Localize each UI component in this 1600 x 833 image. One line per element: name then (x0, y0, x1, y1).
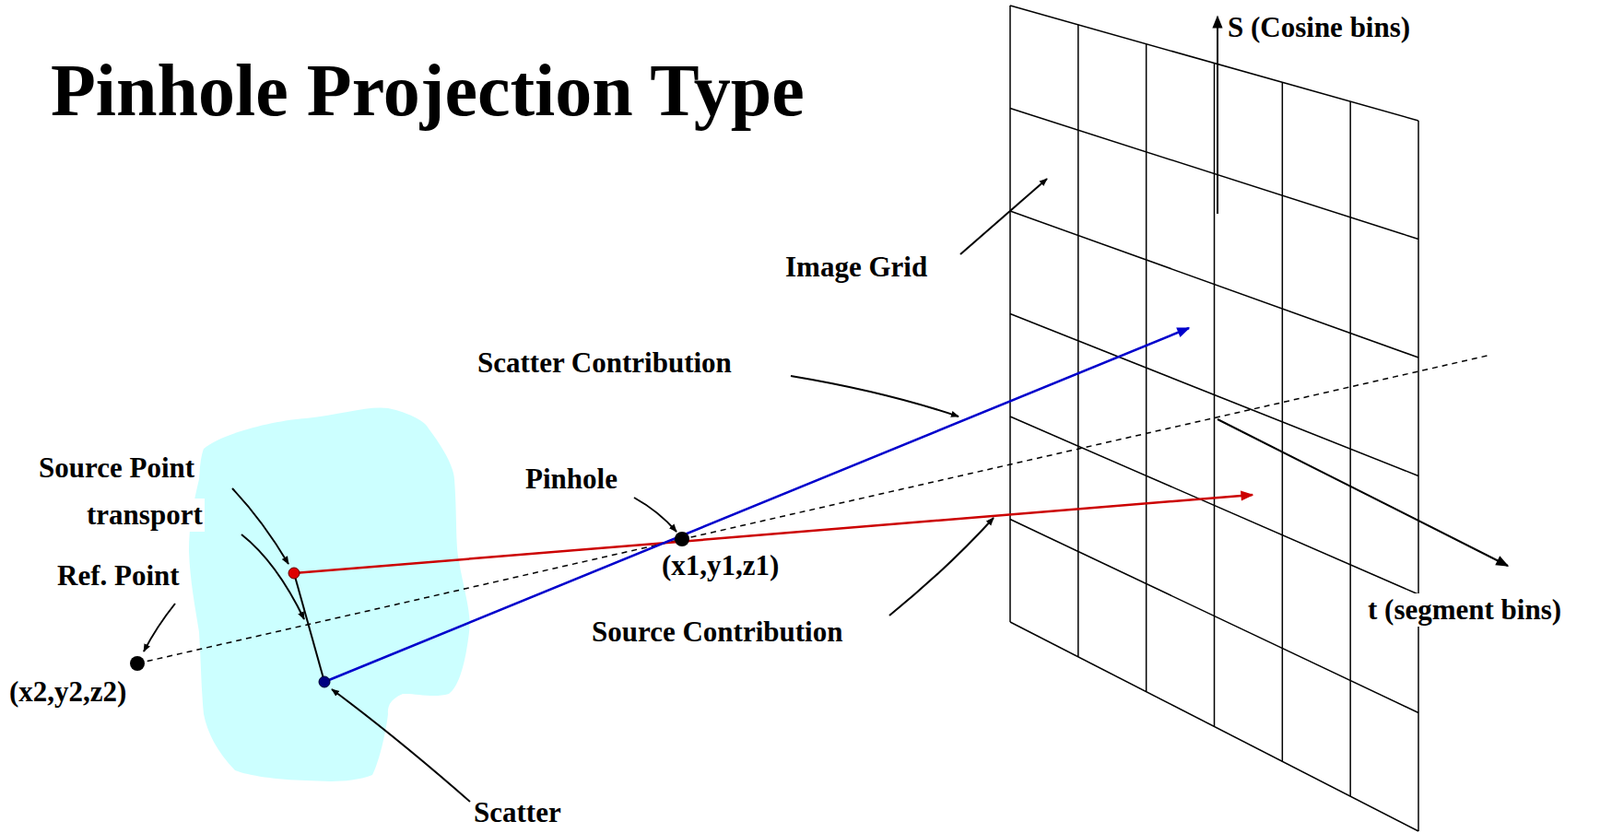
grid-line (1010, 622, 1419, 832)
leader-scatter-contribution (790, 376, 959, 417)
leader-source-contribution (889, 517, 994, 616)
path-label: transport (84, 498, 205, 532)
scatter-ray (324, 328, 1189, 683)
scatter-point (318, 676, 330, 688)
ray-label: Scatter Contribution (475, 346, 734, 380)
t-axis (1217, 419, 1508, 566)
grid-line (1010, 5, 1419, 121)
coordinate-label: (x2,y2,z2) (7, 675, 129, 709)
s-axis (1216, 16, 1219, 214)
leader-image-grid (960, 178, 1048, 255)
ref-point (129, 656, 145, 671)
leader-ref-point (143, 603, 176, 652)
leader-scatter (331, 689, 471, 802)
point-label: Source Point (36, 451, 197, 485)
coordinate-label: (x1,y1,z1) (659, 549, 781, 583)
ray-label: Source Contribution (589, 615, 845, 649)
leader-lines (143, 178, 1048, 802)
leader-pinhole (634, 497, 677, 532)
transport-path (294, 573, 325, 683)
source-point (288, 567, 300, 579)
pinhole-point (674, 531, 690, 547)
grid-line (1010, 108, 1419, 240)
page-title: Pinhole Projection Type (50, 47, 805, 133)
point-label: Scatter (471, 796, 564, 830)
point-label: Ref. Point (55, 559, 182, 593)
grid-line (1010, 416, 1419, 595)
object-blob (188, 407, 471, 781)
axis-label: S (Cosine bins) (1225, 11, 1412, 45)
grid-line (1010, 314, 1419, 477)
grid-line (1010, 519, 1419, 714)
grid-label: Image Grid (783, 250, 930, 284)
leader-transport (241, 534, 305, 620)
central-axis (137, 354, 1492, 664)
axis-label: t (segment bins) (1365, 593, 1564, 627)
grid-line (1010, 211, 1419, 358)
point-label: Pinhole (523, 462, 620, 496)
image-grid (1010, 5, 1419, 832)
